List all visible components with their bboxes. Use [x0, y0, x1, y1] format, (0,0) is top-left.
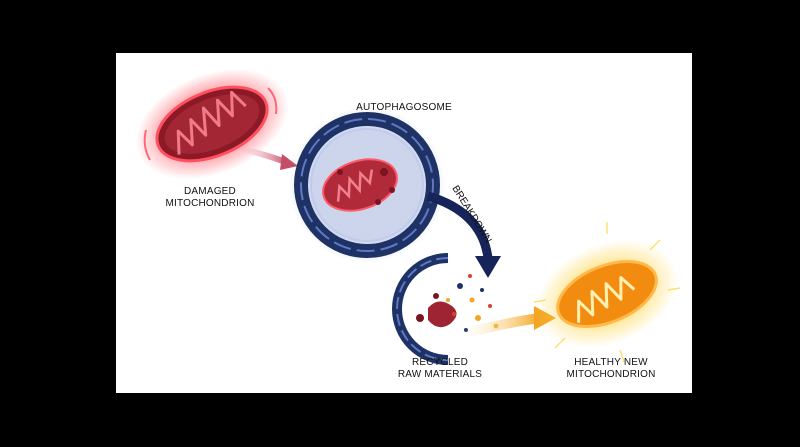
particles — [446, 274, 499, 332]
healthy-mitochondrion — [533, 222, 681, 363]
label-breakdown: BREAKDOWN — [449, 184, 493, 245]
label-recycled-raw-materials: RECYCLED RAW MATERIALS — [397, 357, 483, 380]
label-autophagosome: AUTOPHAGOSOME — [356, 102, 452, 113]
autophagosome — [289, 107, 445, 263]
label-healthy-new-mitochondrion: HEALTHY NEW MITOCHONDRION — [566, 357, 656, 380]
label-damaged-mitochondrion: DAMAGED MITOCHONDRION — [165, 186, 255, 209]
breakdown-arrow — [426, 191, 501, 278]
damaged-mitochondrion — [135, 68, 289, 180]
engulf-arrow — [242, 147, 298, 170]
recycled-raw-materials — [392, 253, 499, 365]
